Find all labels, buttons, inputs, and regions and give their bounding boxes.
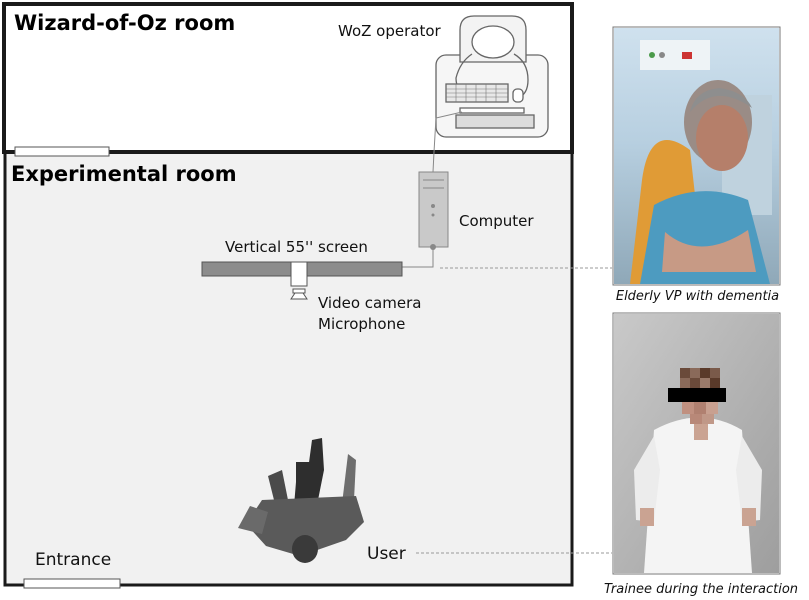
trainee-photo-caption: Trainee during the interaction (603, 582, 799, 597)
camera-label: Video camera (318, 294, 422, 312)
video-camera-icon (290, 261, 308, 300)
elderly-vp-photo (614, 28, 779, 284)
computer-tower-icon (418, 171, 449, 248)
computer-label: Computer (459, 212, 534, 230)
entrance-label: Entrance (35, 550, 112, 570)
woz-operator-label: WoZ operator (338, 22, 441, 40)
screen-label: Vertical 55'' screen (225, 238, 368, 256)
microphone-label: Microphone (318, 315, 406, 333)
woz-door (14, 146, 110, 157)
screen-cable (402, 247, 434, 268)
top-down-person-icon (238, 438, 364, 563)
vp-photo-caption: Elderly VP with dementia (615, 289, 780, 304)
entrance-door (23, 578, 121, 589)
trainee-photo (614, 314, 779, 573)
woz-room-title: Wizard-of-Oz room (14, 11, 236, 35)
operator-cable (432, 111, 463, 173)
experimental-room-title: Experimental room (11, 162, 237, 186)
user-label: User (367, 544, 406, 564)
operator-at-desk-icon (435, 15, 549, 138)
